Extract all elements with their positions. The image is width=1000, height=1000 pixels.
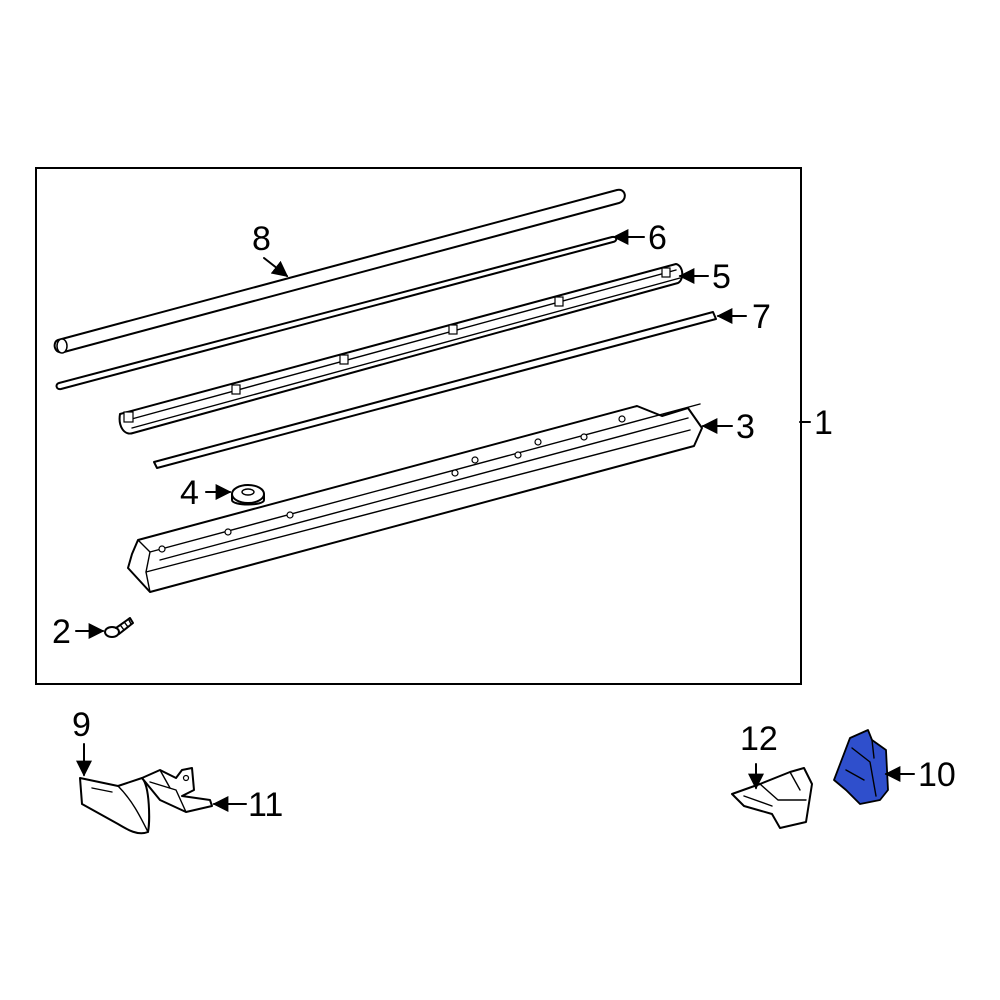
callout-8: 8 [252,220,271,258]
callout-9: 9 [72,706,91,744]
callout-10: 10 [918,756,956,794]
callout-4: 4 [180,474,199,512]
part-9-mud-guard[interactable] [79,777,151,835]
callout-5: 5 [712,258,731,296]
part-4-grommet[interactable] [231,484,265,506]
part-3-rocker-panel[interactable] [127,403,703,593]
callout-6: 6 [648,219,667,257]
callout-2: 2 [52,613,71,651]
part-5-molding[interactable] [118,263,684,435]
part-2-screw[interactable] [104,617,134,638]
part-10-splash-guard[interactable] [833,729,889,805]
part-12-bracket[interactable] [731,767,813,829]
part-8-weatherstrip[interactable] [53,188,626,354]
part-11-bracket[interactable] [141,767,213,813]
callout-1: 1 [814,404,833,442]
assembly-frame [35,167,802,685]
callout-7: 7 [752,298,771,336]
leader-lines [75,229,915,812]
callout-11: 11 [248,786,283,824]
callout-12: 12 [740,720,778,758]
part-7-sill-strip[interactable] [153,311,717,469]
callout-3: 3 [736,408,755,446]
